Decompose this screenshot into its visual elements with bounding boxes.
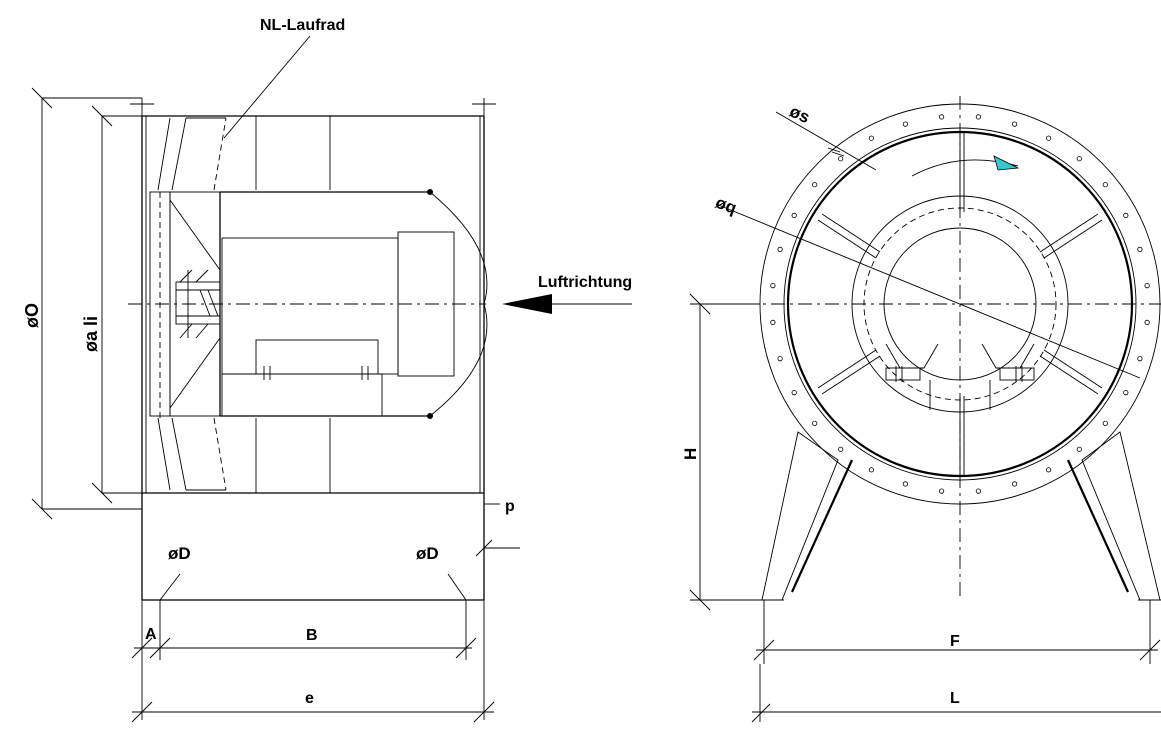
flange-holes	[770, 114, 1150, 494]
flange-bolt-hole	[1076, 446, 1082, 452]
side-view: øO øa li NL-Laufrad Luftrichtung p	[22, 17, 632, 723]
flange-bolt-hole	[838, 156, 844, 162]
dimension-h	[689, 293, 760, 611]
motor	[219, 189, 488, 419]
flange-bolt-hole	[1011, 481, 1018, 487]
hole-leader-right	[447, 573, 467, 601]
flange-bolt-hole	[777, 355, 783, 362]
flange-bolt-hole	[777, 246, 783, 252]
flange-bolt-hole	[791, 212, 797, 218]
dimension-outer-diameter	[31, 87, 142, 520]
guide-vanes	[255, 116, 331, 493]
impeller-blades	[157, 117, 227, 491]
motor-feet	[885, 343, 1035, 410]
flange-bolt-hole	[770, 319, 776, 325]
flange-bolt-hole	[1046, 135, 1052, 141]
dim-label-d-right: øD	[416, 544, 439, 563]
support-legs	[756, 431, 1161, 601]
dimension-a-b	[131, 600, 477, 660]
dimension-f	[753, 600, 1161, 664]
flange-bolt-hole	[838, 446, 844, 452]
front-view: øs øq H F L	[681, 96, 1161, 723]
flange-bolt-hole	[975, 488, 982, 494]
dim-label-d-left: øD	[168, 544, 191, 563]
impeller-label: NL-Laufrad	[260, 17, 345, 34]
base-plate	[141, 493, 485, 601]
dim-label-o: øO	[22, 303, 42, 328]
dim-label-f: F	[950, 633, 960, 650]
flange-bolt-hole	[1011, 121, 1018, 127]
impeller-leader	[223, 35, 311, 139]
flange-bolt-hole	[868, 467, 875, 473]
dim-label-q: øq	[713, 193, 739, 218]
flange-bolt-hole	[1046, 467, 1052, 473]
flange-bolt-hole	[1123, 389, 1129, 396]
flange-bolt-hole	[938, 488, 945, 494]
housing-outline	[130, 98, 496, 510]
flange-bolt-hole	[1137, 355, 1143, 362]
flange-bolt-hole	[812, 182, 818, 188]
flange-bolt-hole	[1137, 246, 1143, 252]
flange-bolt-hole	[1102, 420, 1108, 426]
flange-bolt-hole	[1144, 319, 1150, 325]
flange-bolt-hole	[902, 481, 909, 487]
flange-bolt-hole	[1144, 282, 1150, 289]
flange-bolt-hole	[902, 121, 909, 127]
flange-bolt-hole	[868, 135, 875, 141]
flange-bolt-hole	[1076, 156, 1082, 162]
dim-label-h: H	[681, 448, 700, 460]
guide-struts	[817, 132, 1103, 476]
flange-bolt-hole	[1102, 182, 1108, 188]
flange-bolt-hole	[938, 114, 945, 120]
flange-bolt-hole	[812, 420, 818, 426]
flange-bolt-hole	[770, 282, 776, 289]
dimension-e	[131, 600, 495, 723]
dim-label-b: B	[306, 627, 318, 644]
airflow-label: Luftrichtung	[538, 274, 632, 291]
dimension-l	[751, 664, 1161, 723]
dimension-p	[475, 503, 520, 557]
dimension-inner-diameter	[91, 105, 142, 504]
dia-s-leader	[775, 111, 877, 171]
flange-bolt-hole	[791, 389, 797, 396]
dia-q-leader	[715, 203, 1141, 379]
dim-label-l: L	[950, 690, 960, 707]
rotation-arrow-icon	[993, 155, 1020, 171]
dim-label-a-li: øa li	[81, 316, 101, 352]
flange-bolt-hole	[1123, 212, 1129, 218]
dim-label-e: e	[305, 690, 314, 707]
dim-label-a: A	[145, 626, 157, 643]
airflow-arrow	[502, 294, 632, 314]
dim-label-p: p	[505, 498, 515, 515]
hole-leader-left	[159, 573, 181, 601]
dim-label-s: øs	[787, 102, 813, 127]
flange-bolt-hole	[975, 114, 982, 120]
